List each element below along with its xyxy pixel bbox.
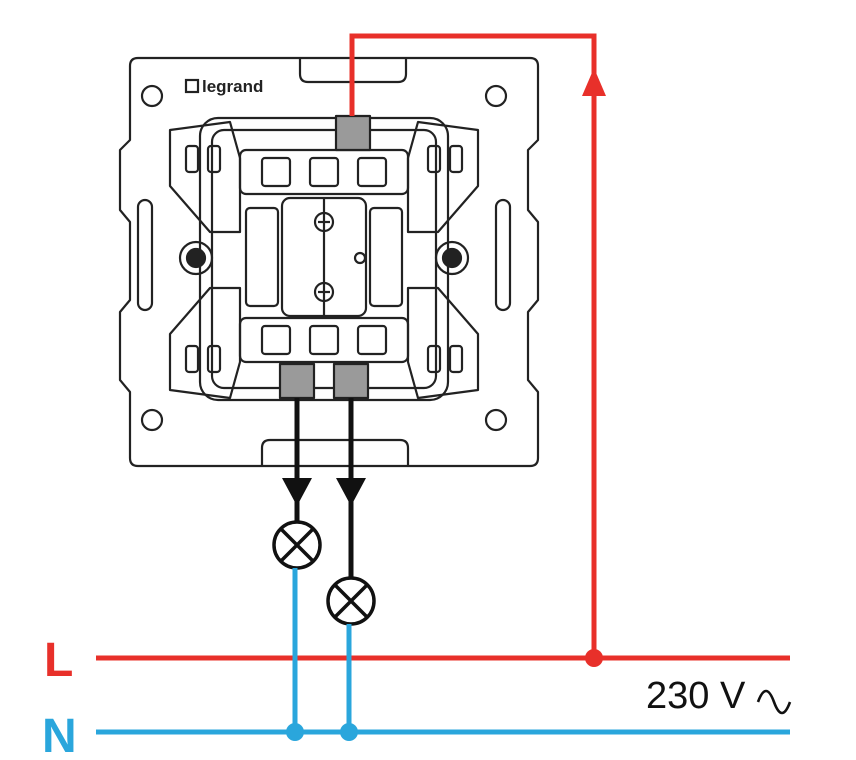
- lamp-1-cross-b: [279, 527, 315, 563]
- mount-hole-tl: [140, 84, 164, 108]
- left-claw-screw: [178, 240, 214, 276]
- load-arrow-2: [336, 478, 366, 506]
- right-claw-screw: [434, 240, 470, 276]
- load-arrow-1: [282, 478, 312, 506]
- lamp-2-cross-b: [333, 583, 369, 619]
- right-claw-bottom: [406, 286, 480, 400]
- line-feed-wire: [349, 33, 597, 658]
- brand-logo: legrand: [184, 77, 263, 96]
- line-wiring: [96, 33, 790, 661]
- brand-name: legrand: [202, 77, 263, 96]
- top-terminal-block: [238, 148, 410, 196]
- mounting-frame: [118, 56, 540, 468]
- ac-sine-icon: [756, 689, 792, 715]
- neutral-junction-1: [286, 723, 304, 741]
- top-terminal-1: [260, 156, 292, 188]
- right-claw-slot-1: [426, 144, 442, 174]
- bottom-terminal-3: [356, 324, 388, 356]
- top-terminal-3: [356, 156, 388, 188]
- rocker-screw-bottom: [313, 281, 335, 303]
- right-claw-slot-2: [448, 144, 464, 174]
- legrand-logo-icon: [184, 78, 200, 94]
- line-junction: [585, 649, 603, 667]
- mount-hole-bl: [140, 408, 164, 432]
- frame-bottom-tab: [260, 438, 410, 466]
- left-claw-slot-4: [206, 344, 222, 374]
- left-claw-slot-3: [184, 344, 200, 374]
- right-claw-screw-inner: [441, 247, 463, 269]
- wire-entry-bottom-left: [278, 362, 316, 400]
- neutral-wiring: [96, 568, 790, 735]
- mount-hole-br: [484, 408, 508, 432]
- slot-left: [136, 198, 154, 312]
- left-claw-slot-2: [206, 144, 222, 174]
- top-terminal-2: [308, 156, 340, 188]
- lamp-2: [326, 576, 376, 626]
- lamp-1: [272, 520, 322, 570]
- right-claw-top: [406, 120, 480, 234]
- bottom-terminal-block: [238, 316, 410, 364]
- left-claw-screw-inner: [185, 247, 207, 269]
- right-claw-slot-3: [426, 344, 442, 374]
- neutral-label: N: [42, 710, 77, 760]
- wire-entry-bottom-right: [332, 362, 370, 400]
- left-claw-bottom: [168, 286, 242, 400]
- center-rocker-left: [244, 206, 280, 308]
- bottom-terminal-1: [260, 324, 292, 356]
- wire-entry-top: [334, 114, 372, 152]
- right-claw-slot-4: [448, 344, 464, 374]
- bottom-terminal-2: [308, 324, 340, 356]
- line-label: L: [44, 634, 73, 687]
- arrow-icon: [582, 68, 606, 96]
- rocker-pivot: [353, 251, 367, 265]
- neutral-junction-2: [340, 723, 358, 741]
- center-rocker-right: [368, 206, 404, 308]
- voltage-label: 230 V: [646, 675, 746, 717]
- slot-right: [494, 198, 512, 312]
- left-claw-top: [168, 120, 242, 234]
- mount-hole-tr: [484, 84, 508, 108]
- double-switch-mechanism: [118, 56, 540, 468]
- rocker-screw-top: [313, 211, 335, 233]
- left-claw-slot-1: [184, 144, 200, 174]
